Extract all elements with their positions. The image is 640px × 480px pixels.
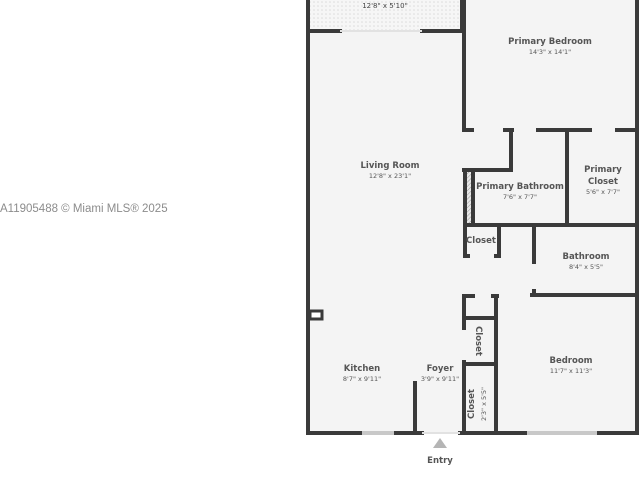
hatched-shaft [466,172,472,224]
bedroom-closet-label: Closet [467,389,477,419]
primary-closet-label-1: Primary [584,165,622,175]
primary-closet-dims: 5'6" x 7'7" [586,188,620,196]
balcony-floor [310,0,462,30]
primary-closet-label-2: Closet [588,177,618,187]
primary-bathroom-label: Primary Bathroom [476,182,564,192]
primary-bedroom-label: Primary Bedroom [508,37,592,47]
entry-label: Entry [427,456,453,466]
bedroom-dims: 11'7" x 11'3" [550,367,592,375]
bathroom-dims: 8'4" x 5'5" [569,263,603,271]
bedroom-label: Bedroom [549,356,592,366]
balcony-door [340,30,422,32]
mls-watermark: A11905488 © Miami MLS® 2025 [0,203,168,215]
balcony-dims: 12'8" x 5'10" [362,2,408,10]
entry-door[interactable] [422,432,460,434]
walls [306,0,639,435]
bathroom-label: Bathroom [562,252,609,262]
hall-closet-label: Closet [466,236,496,246]
primary-bedroom-dims: 14'3" x 14'1" [529,48,571,56]
living-room-label: Living Room [361,161,420,171]
bedroom-window [527,431,597,435]
living-room-dims: 12'8" x 23'1" [369,172,411,180]
primary-bathroom-dims: 7'6" x 7'7" [503,193,537,201]
bedroom-closet-dims: 2'3" x 5'5" [480,387,488,421]
kitchen-window [362,431,394,435]
foyer-label: Foyer [427,364,455,374]
foyer-dims: 3'9" x 9'11" [421,375,459,383]
triangle-up-icon [433,438,447,448]
kitchen-label: Kitchen [344,364,380,374]
foyer-closet-label: Closet [473,326,483,356]
kitchen-dims: 8'7" x 9'11" [343,375,381,383]
